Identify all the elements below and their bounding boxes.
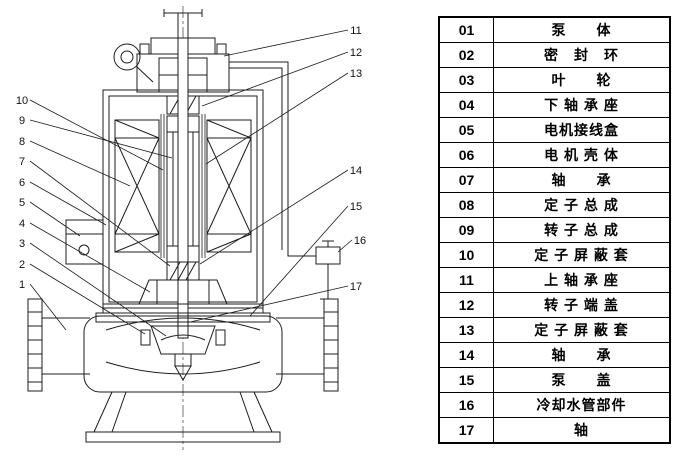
part-number: 16 — [440, 393, 494, 417]
base-stand — [85, 391, 281, 443]
impeller — [150, 325, 216, 382]
table-row: 08 定 子 总 成 — [440, 193, 669, 218]
callout-numbers: 10 9 8 7 6 5 4 3 2 1 11 12 13 14 15 16 1… — [16, 25, 366, 293]
table-row: 12 转 子 端 盖 — [440, 293, 669, 318]
callout-7: 7 — [19, 156, 25, 168]
table-row: 14 轴 承 — [440, 343, 669, 368]
shaft — [177, 37, 189, 339]
part-name: 定 子 总 成 — [544, 197, 619, 213]
table-row: 03 叶 轮 — [440, 68, 669, 93]
pump-cross-section-drawing: 10 9 8 7 6 5 4 3 2 1 11 12 13 14 15 16 1… — [16, 6, 366, 450]
table-row: 05 电机接线盒 — [440, 118, 669, 143]
part-number: 09 — [440, 218, 494, 242]
callout-2: 2 — [19, 259, 25, 271]
callout-14: 14 — [350, 165, 362, 177]
callout-9: 9 — [19, 115, 25, 127]
part-number: 04 — [440, 93, 494, 117]
table-row: 10 定 子 屏 蔽 套 — [440, 243, 669, 268]
part-number: 03 — [440, 68, 494, 92]
callout-16: 16 — [354, 235, 366, 247]
part-number: 05 — [440, 118, 494, 142]
part-name: 定 子 屏 蔽 套 — [534, 322, 629, 338]
callout-8: 8 — [19, 136, 25, 148]
part-number: 13 — [440, 318, 494, 342]
part-number: 14 — [440, 343, 494, 367]
callout-3: 3 — [19, 238, 25, 250]
part-name: 转 子 总 成 — [544, 222, 619, 238]
stator-shield-sleeve — [160, 114, 206, 258]
part-number: 12 — [440, 293, 494, 317]
part-name: 泵 盖 — [551, 372, 612, 388]
callout-12: 12 — [350, 47, 362, 59]
part-name: 叶 轮 — [551, 72, 612, 88]
junction-box — [65, 219, 104, 265]
part-number: 06 — [440, 143, 494, 167]
part-number: 07 — [440, 168, 494, 192]
leader-lines — [29, 29, 353, 337]
parts-table: 01 泵 体 02 密 封 环 03 叶 轮 04 下 轴 承 座 05 电机接… — [438, 16, 671, 444]
stator-assembly — [114, 119, 252, 253]
pump-body — [27, 298, 339, 393]
callout-6: 6 — [19, 177, 25, 189]
part-name: 轴 承 — [551, 347, 612, 363]
seal-ring — [140, 329, 226, 346]
table-row: 02 密 封 环 — [440, 43, 669, 68]
part-number: 15 — [440, 368, 494, 392]
part-name: 泵 体 — [551, 22, 612, 38]
part-name: 上 轴 承 座 — [544, 272, 619, 288]
part-number: 02 — [440, 43, 494, 67]
callout-15: 15 — [350, 201, 362, 213]
callout-11: 11 — [350, 25, 361, 37]
table-row: 13 定 子 屏 蔽 套 — [440, 318, 669, 343]
table-row: 11 上 轴 承 座 — [440, 268, 669, 293]
part-name: 轴 — [574, 422, 589, 438]
part-name: 下 轴 承 座 — [544, 97, 619, 113]
part-number: 01 — [440, 18, 494, 42]
part-name: 转 子 端 盖 — [544, 297, 619, 313]
table-row: 16 冷却水管部件 — [440, 393, 669, 418]
part-name: 电 机 壳 体 — [544, 147, 619, 163]
table-row: 09 转 子 总 成 — [440, 218, 669, 243]
part-number: 17 — [440, 418, 494, 442]
part-name: 定 子 屏 蔽 套 — [534, 247, 629, 263]
table-row: 04 下 轴 承 座 — [440, 93, 669, 118]
table-row: 15 泵 盖 — [440, 368, 669, 393]
callout-5: 5 — [19, 197, 25, 209]
handwheel-icon — [113, 43, 154, 83]
cooling-pipe — [229, 61, 341, 300]
table-row: 17 轴 — [440, 418, 669, 442]
part-number: 10 — [440, 243, 494, 267]
table-row: 07 轴 承 — [440, 168, 669, 193]
callout-13: 13 — [350, 68, 362, 80]
table-row: 06 电 机 壳 体 — [440, 143, 669, 168]
part-number: 11 — [440, 268, 494, 292]
part-name: 密 封 环 — [544, 47, 619, 63]
table-row: 01 泵 体 — [440, 18, 669, 43]
part-name: 轴 承 — [551, 172, 612, 188]
callout-10: 10 — [16, 95, 28, 107]
callout-1: 1 — [19, 279, 25, 291]
part-name: 冷却水管部件 — [536, 397, 627, 413]
part-number: 08 — [440, 193, 494, 217]
part-name: 电机接线盒 — [544, 122, 619, 138]
callout-17: 17 — [350, 281, 362, 293]
callout-4: 4 — [19, 218, 25, 230]
